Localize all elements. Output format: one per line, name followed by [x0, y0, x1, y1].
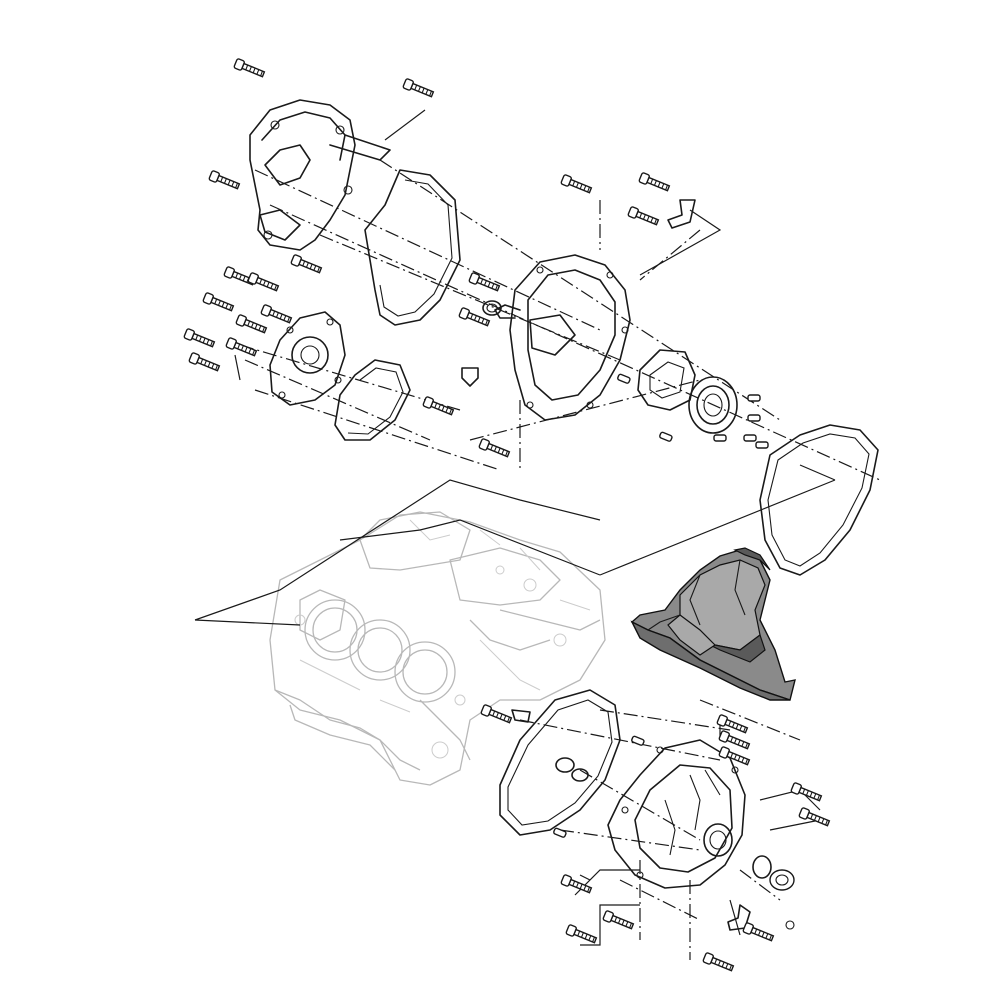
gasket-right-large: [759, 424, 879, 576]
gasket-lower: [499, 689, 621, 836]
clutch-cover: [494, 254, 631, 421]
water-pump-cover: [269, 311, 346, 406]
pulser-rotor-assembly: [637, 349, 738, 434]
generator-cover: [607, 739, 746, 889]
dowel-pin-icon: [552, 373, 674, 839]
bolt-icon: [183, 57, 831, 974]
filler-plug: [752, 855, 795, 930]
gasket-upper: [364, 169, 461, 326]
alignment-leader-lines: [239, 159, 881, 960]
oil-seal-icon: [482, 300, 502, 316]
crankcase-outline: [269, 511, 606, 786]
callout-leader-lines: [194, 109, 836, 946]
highlighted-engine-cover: [630, 547, 796, 701]
gasket-middle: [334, 359, 411, 441]
outer-cover-upper: [249, 99, 391, 251]
bracket-icon: [461, 199, 751, 931]
